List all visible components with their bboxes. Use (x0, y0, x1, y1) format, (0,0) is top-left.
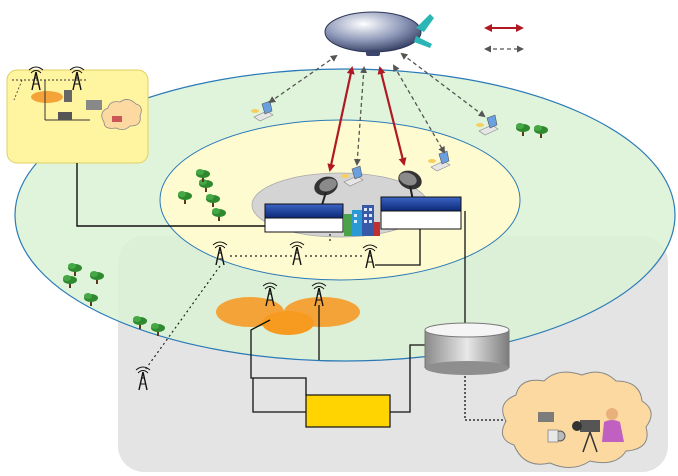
airship-icon (324, 11, 434, 56)
storage-drum-icon (424, 322, 510, 375)
tower-dotted-links (144, 230, 365, 371)
ground-station-left (264, 203, 344, 233)
legend (484, 24, 524, 53)
remote-link-line (76, 163, 265, 227)
building-icon (344, 205, 380, 236)
cloud-icon (501, 371, 652, 468)
ground-station-right (380, 196, 462, 230)
satellite-dish-icon (314, 170, 422, 206)
remote-cloud-icon (101, 99, 142, 130)
remote-network-sketch (12, 66, 142, 130)
airship-links (268, 52, 486, 172)
video-camera-icon (538, 408, 624, 453)
server-box (305, 394, 391, 428)
backbone-wiring (250, 211, 466, 413)
